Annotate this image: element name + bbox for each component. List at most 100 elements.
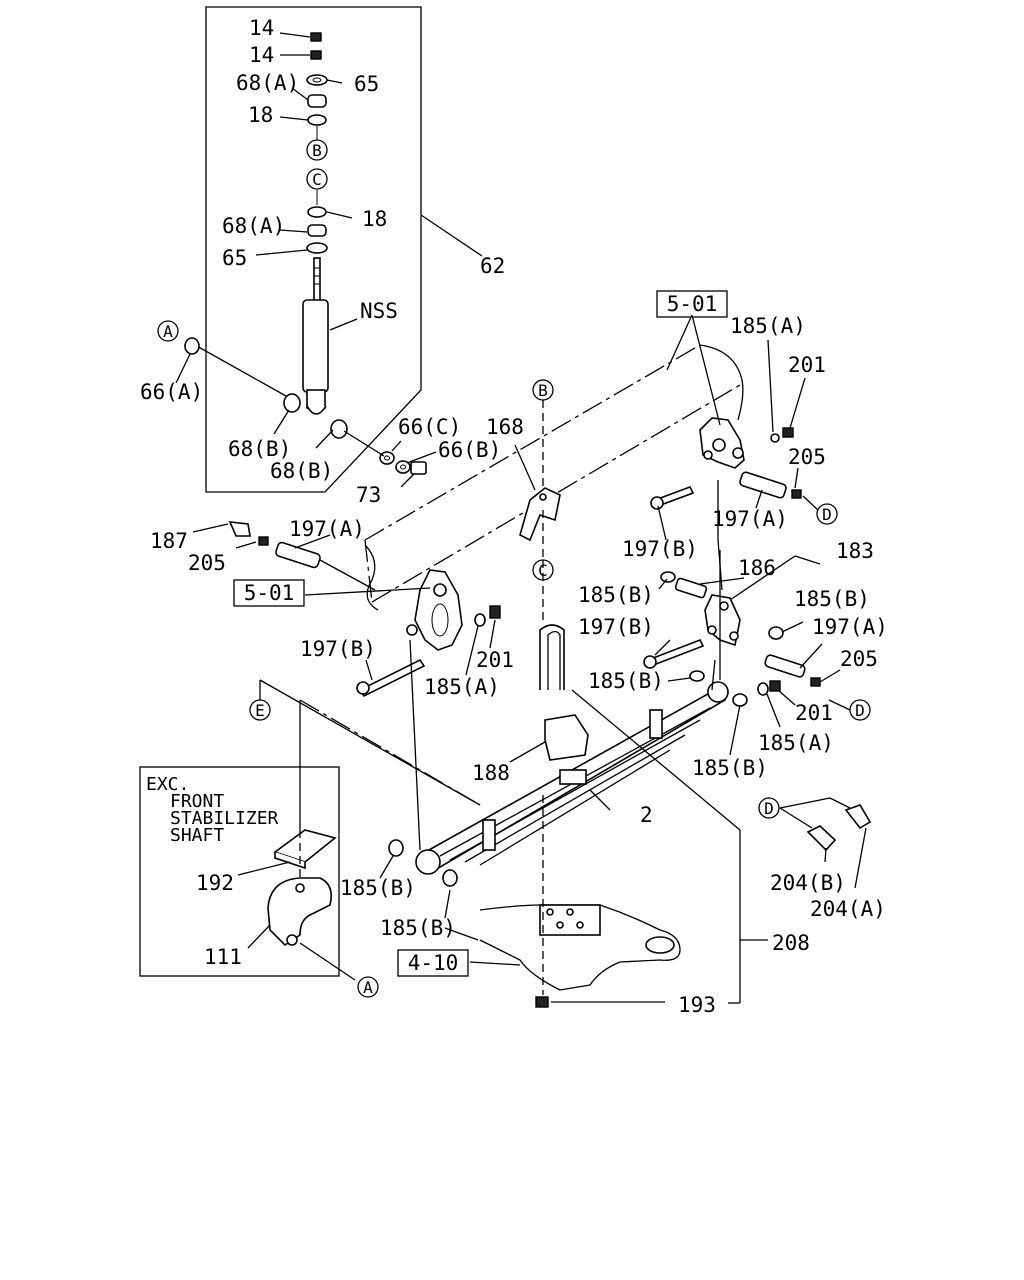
leaf-spring (415, 681, 729, 875)
label-185a-left: 185(A) (424, 675, 500, 699)
washers-66 (184, 337, 437, 488)
svg-text:EXC.: EXC. (146, 774, 189, 795)
bump-stopper (509, 714, 589, 763)
label-168: 168 (486, 415, 524, 439)
callout-a-inset: A (357, 976, 379, 998)
label-18-top: 18 (248, 103, 273, 127)
label-68a-top: 68(A) (236, 71, 299, 95)
label-201-right: 201 (795, 701, 833, 725)
label-183: 183 (836, 539, 874, 563)
label-193: 193 (678, 993, 716, 1017)
ref-box-501-left[interactable]: 5-01 (233, 579, 305, 607)
svg-text:SHAFT: SHAFT (170, 825, 224, 846)
leader-lines (192, 314, 867, 1004)
label-66a: 66(A) (140, 380, 203, 404)
svg-text:FRONT: FRONT (170, 791, 224, 812)
label-66b: 66(B) (438, 438, 501, 462)
svg-text:C: C (312, 170, 322, 189)
inset-note: EXC. FRONT STABILIZER SHAFT (146, 774, 279, 846)
label-185b-5: 185(B) (340, 876, 416, 900)
label-68b-1: 68(B) (228, 437, 291, 461)
inset-parts (237, 829, 356, 981)
label-65-top: 65 (354, 72, 379, 96)
label-185b-4: 185(B) (692, 756, 768, 780)
label-68a-mid: 68(A) (222, 214, 285, 238)
label-187: 187 (150, 529, 188, 553)
label-192: 192 (196, 871, 234, 895)
label-185b-3: 185(B) (588, 669, 664, 693)
label-205-top: 205 (788, 445, 826, 469)
u-bolt (539, 560, 565, 690)
callout-d-lower: D (758, 797, 780, 819)
svg-text:A: A (363, 978, 373, 997)
svg-text:D: D (764, 799, 774, 818)
label-62: 62 (480, 254, 505, 278)
shock-leaders (175, 32, 483, 449)
label-14a: 14 (249, 16, 274, 40)
label-14b: 14 (249, 43, 274, 67)
svg-text:5-01: 5-01 (244, 581, 295, 605)
callout-e: E (249, 699, 271, 721)
label-197b-top: 197(B) (622, 537, 698, 561)
label-68b-2: 68(B) (270, 459, 333, 483)
label-18-mid: 18 (362, 207, 387, 231)
label-nss: NSS (360, 299, 398, 323)
svg-text:D: D (822, 505, 832, 524)
label-201-left: 201 (476, 648, 514, 672)
callout-d-right: D (849, 699, 871, 721)
callout-d-top: D (816, 503, 838, 525)
label-2: 2 (640, 803, 653, 827)
bracket-168 (514, 400, 561, 560)
label-185a-top: 185(A) (730, 314, 806, 338)
small-fasteners (228, 427, 872, 887)
callout-a-left: A (157, 320, 179, 342)
inset-box (139, 766, 340, 977)
ref-box-501-top[interactable]: 5-01 (656, 290, 728, 318)
label-73: 73 (356, 483, 381, 507)
label-66c: 66(C) (398, 415, 461, 439)
pins-and-bolts (275, 471, 806, 698)
ref-box-410[interactable]: 4-10 (397, 949, 469, 977)
label-204a: 204(A) (810, 897, 886, 921)
callout-c-top: C (306, 168, 328, 190)
label-185b-1: 185(B) (578, 583, 654, 607)
svg-text:STABILIZER: STABILIZER (170, 808, 279, 829)
callout-b-mid: B (532, 379, 554, 401)
rear-hanger-bracket (699, 417, 745, 469)
label-185a-right: 185(A) (758, 731, 834, 755)
label-208: 208 (772, 931, 810, 955)
svg-text:E: E (255, 701, 265, 720)
label-197b-left: 197(B) (300, 637, 376, 661)
label-185b-6: 185(B) (380, 916, 456, 940)
label-197a-right: 197(A) (812, 615, 888, 639)
svg-text:4-10: 4-10 (408, 951, 459, 975)
svg-text:5-01: 5-01 (667, 292, 718, 316)
label-197b-mid: 197(B) (578, 615, 654, 639)
label-186: 186 (738, 556, 776, 580)
callout-b-top: B (306, 139, 328, 161)
label-188: 188 (472, 761, 510, 785)
label-65-mid: 65 (222, 246, 247, 270)
label-205-left: 205 (188, 551, 226, 575)
shock-absorber-box (205, 6, 422, 493)
front-axle (479, 795, 681, 1008)
label-201-top: 201 (788, 353, 826, 377)
shock-absorber (283, 257, 348, 439)
label-197a-left: 197(A) (289, 517, 365, 541)
frame-rail (364, 344, 744, 611)
part-labels: 14 14 68(A) 65 18 18 68(A) 65 62 NSS 66(… (140, 16, 888, 1017)
callout-c-mid: C (532, 559, 554, 581)
label-111: 111 (204, 945, 242, 969)
svg-text:D: D (855, 701, 865, 720)
label-204b: 204(B) (770, 871, 846, 895)
svg-text:A: A (163, 322, 173, 341)
label-205-right: 205 (840, 647, 878, 671)
label-185b-2: 185(B) (794, 587, 870, 611)
svg-text:C: C (538, 561, 548, 580)
rear-shackle (704, 594, 741, 647)
front-hanger-bracket (406, 569, 463, 651)
svg-text:B: B (538, 381, 548, 400)
label-197a-top: 197(A) (712, 507, 788, 531)
svg-text:B: B (312, 141, 322, 160)
